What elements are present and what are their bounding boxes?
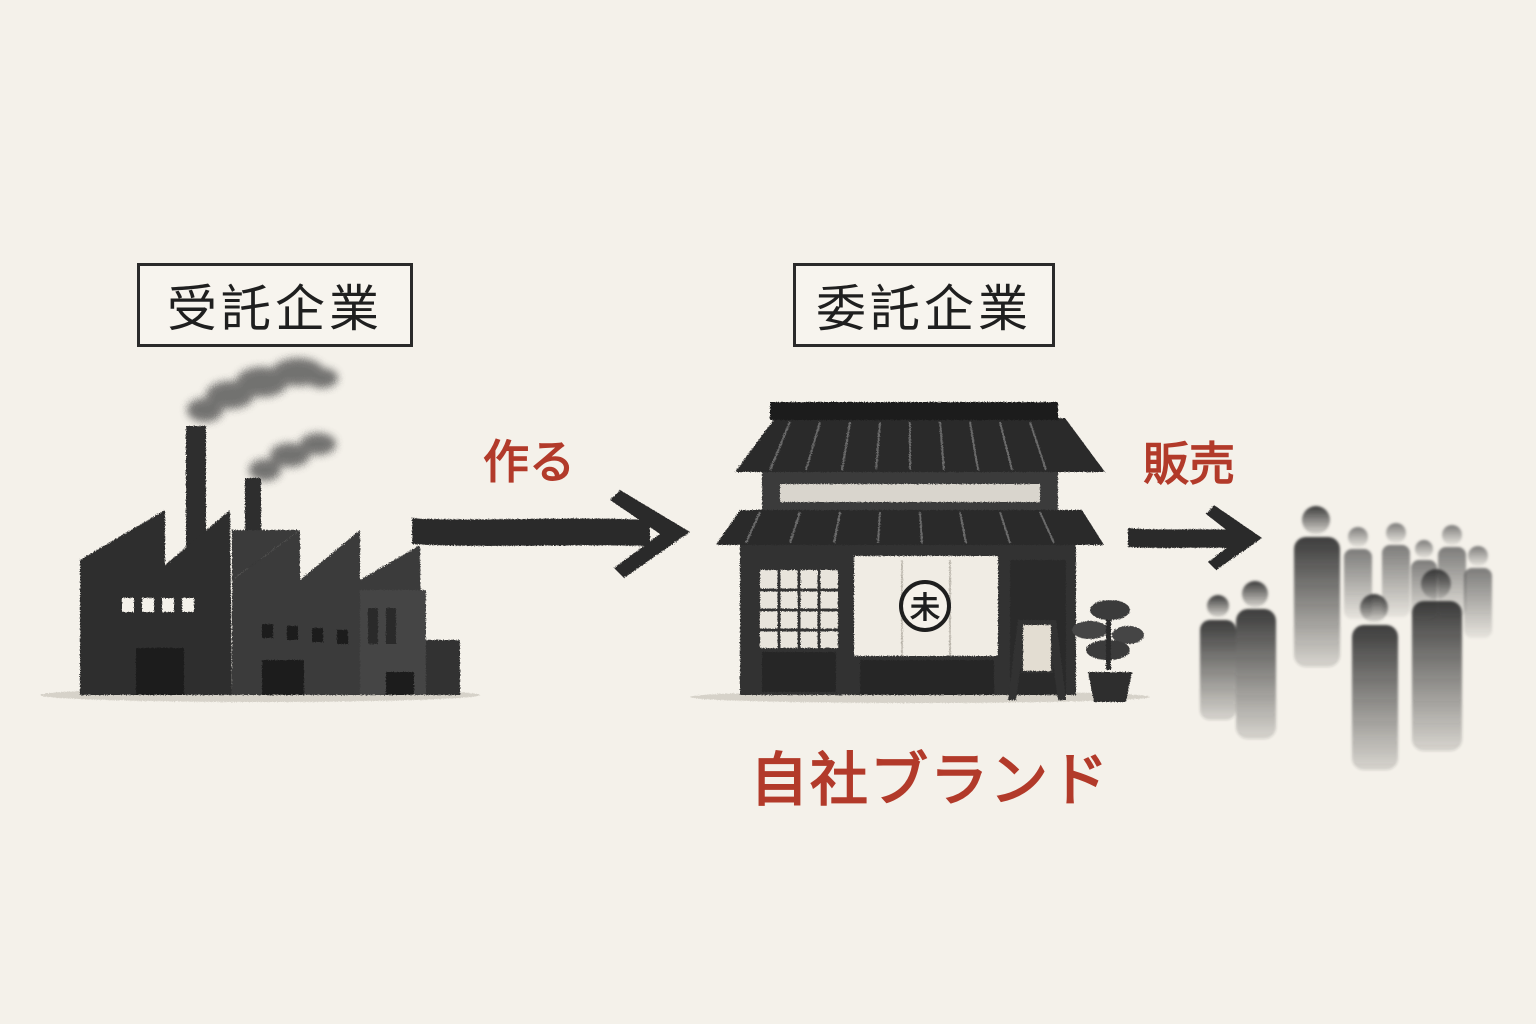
contractor-label: 受託企業 [167, 280, 383, 338]
noren-emblem: 未 [899, 580, 951, 632]
customers-icon [1200, 506, 1492, 770]
bonsai-icon [1072, 600, 1144, 702]
make-label: 作る [483, 435, 575, 489]
contractor-label-box: 受託企業 [137, 263, 413, 347]
client-label-box: 委託企業 [793, 263, 1055, 347]
arrow-right-icon [1128, 505, 1262, 570]
arrow-right-icon [412, 490, 690, 578]
sell-label: 販売 [1143, 437, 1235, 491]
client-label: 委託企業 [816, 280, 1032, 338]
brand-label: 自社ブランド [750, 746, 1111, 814]
factory-icon [40, 358, 480, 702]
shop-icon [690, 402, 1150, 703]
noren-mark: 未 [910, 591, 940, 626]
sign-board-icon [1008, 620, 1066, 700]
